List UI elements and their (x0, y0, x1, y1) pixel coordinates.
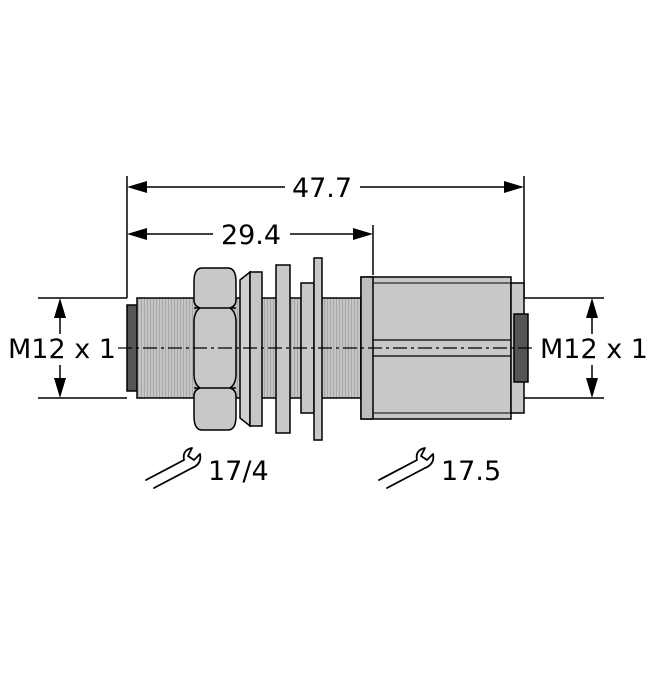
wrench-icon (145, 447, 202, 489)
flat-washer (275, 264, 291, 434)
wrench-icon (378, 447, 435, 489)
panel-plate (313, 257, 323, 441)
connector-body (118, 257, 532, 441)
overall-length-label: 47.7 (292, 173, 352, 204)
left-wrench-size: 17/4 (208, 456, 269, 487)
right-thread-dimension: M12 x 1 (524, 297, 648, 399)
thread-length-label: 29.4 (221, 220, 281, 251)
lock-washer (239, 270, 251, 428)
right-wrench-size: 17.5 (441, 456, 501, 487)
right-thread-label: M12 x 1 (540, 334, 648, 365)
left-thread-label: M12 x 1 (8, 334, 116, 365)
right-wrench-callout: 17.5 (378, 447, 501, 489)
hex-nut (193, 267, 237, 431)
left-thread-dimension: M12 x 1 (4, 297, 127, 399)
overall-length-dimension: 47.7 (126, 173, 525, 298)
left-wrench-callout: 17/4 (145, 447, 269, 489)
thread-length-dimension: 29.4 (127, 220, 374, 275)
